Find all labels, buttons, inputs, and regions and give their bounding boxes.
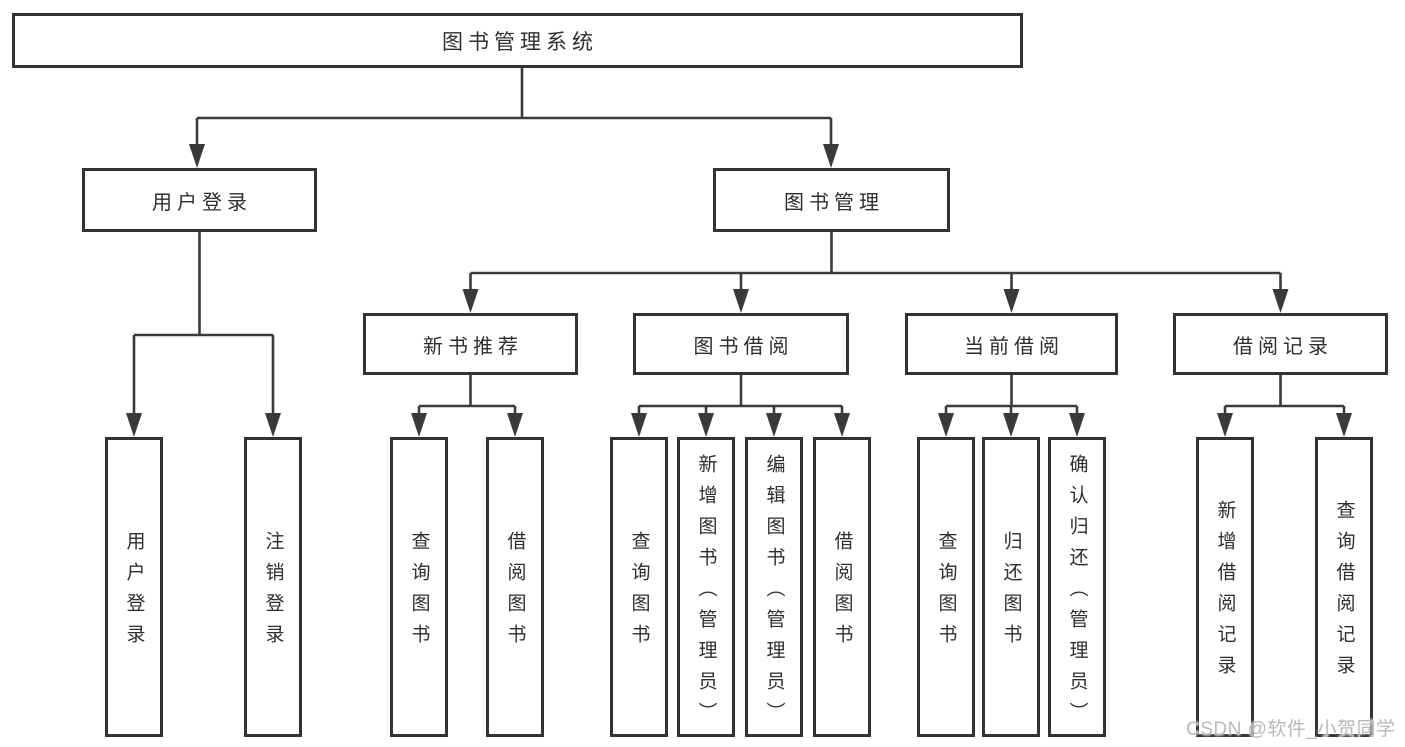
node-leaf-borrowing-borrow-books: 借阅图书 xyxy=(813,437,871,737)
node-leaf-edit-book-admin: 编辑图书（管理员） xyxy=(745,437,803,737)
node-label: 图书借阅 xyxy=(693,335,794,358)
watermark: CSDN @软件_小贺同学 xyxy=(1186,719,1396,740)
node-leaf-add-book-admin: 新增图书（管理员） xyxy=(677,437,735,737)
node-label: 图书管理系统 xyxy=(442,30,598,54)
node-label: 归还图书 xyxy=(1000,531,1022,655)
node-leaf-return-books: 归还图书 xyxy=(982,437,1040,737)
node-leaf-current-query-books: 查询图书 xyxy=(917,437,975,737)
arrowheads xyxy=(126,144,1352,437)
node-label: 借阅图书 xyxy=(504,531,526,655)
node-leaf-logout: 注销登录 xyxy=(244,437,302,737)
node-label: 用户登录 xyxy=(123,531,145,655)
node-label: 当前借阅 xyxy=(964,335,1064,358)
node-new-book-recommendation: 新书推荐 xyxy=(363,313,578,375)
node-label: 新增借阅记录 xyxy=(1214,500,1236,686)
node-leaf-recommend-query-books: 查询图书 xyxy=(390,437,448,737)
node-label: 注销登录 xyxy=(262,531,284,655)
node-book-borrowing: 图书借阅 xyxy=(633,313,849,375)
node-leaf-user-login: 用户登录 xyxy=(105,437,163,737)
node-label: 查询图书 xyxy=(408,531,430,655)
node-borrowing-records: 借阅记录 xyxy=(1173,313,1388,375)
node-label: 查询图书 xyxy=(935,531,957,655)
node-label: 确认归还（管理员） xyxy=(1066,453,1088,733)
node-label: 借阅图书 xyxy=(831,531,853,655)
node-library-system: 图书管理系统 xyxy=(12,13,1023,68)
connector-stems xyxy=(132,66,1346,415)
node-current-borrowing: 当前借阅 xyxy=(905,313,1118,375)
node-user-login: 用户登录 xyxy=(82,168,317,232)
node-label: 查询借阅记录 xyxy=(1333,500,1355,686)
node-label: 用户登录 xyxy=(152,191,252,214)
node-leaf-recommend-borrow-books: 借阅图书 xyxy=(486,437,544,737)
node-leaf-add-borrow-record: 新增借阅记录 xyxy=(1196,437,1254,737)
node-label: 新书推荐 xyxy=(423,335,523,358)
node-label: 图书管理 xyxy=(784,191,884,214)
node-label: 新增图书（管理员） xyxy=(695,453,717,733)
node-label: 借阅记录 xyxy=(1233,335,1333,358)
node-leaf-borrowing-query-books: 查询图书 xyxy=(610,437,668,737)
node-book-management: 图书管理 xyxy=(713,168,950,232)
node-label: 查询图书 xyxy=(628,531,650,655)
node-leaf-query-borrow-record: 查询借阅记录 xyxy=(1315,437,1373,737)
node-label: 编辑图书（管理员） xyxy=(763,453,785,733)
node-leaf-confirm-return-admin: 确认归还（管理员） xyxy=(1048,437,1106,737)
